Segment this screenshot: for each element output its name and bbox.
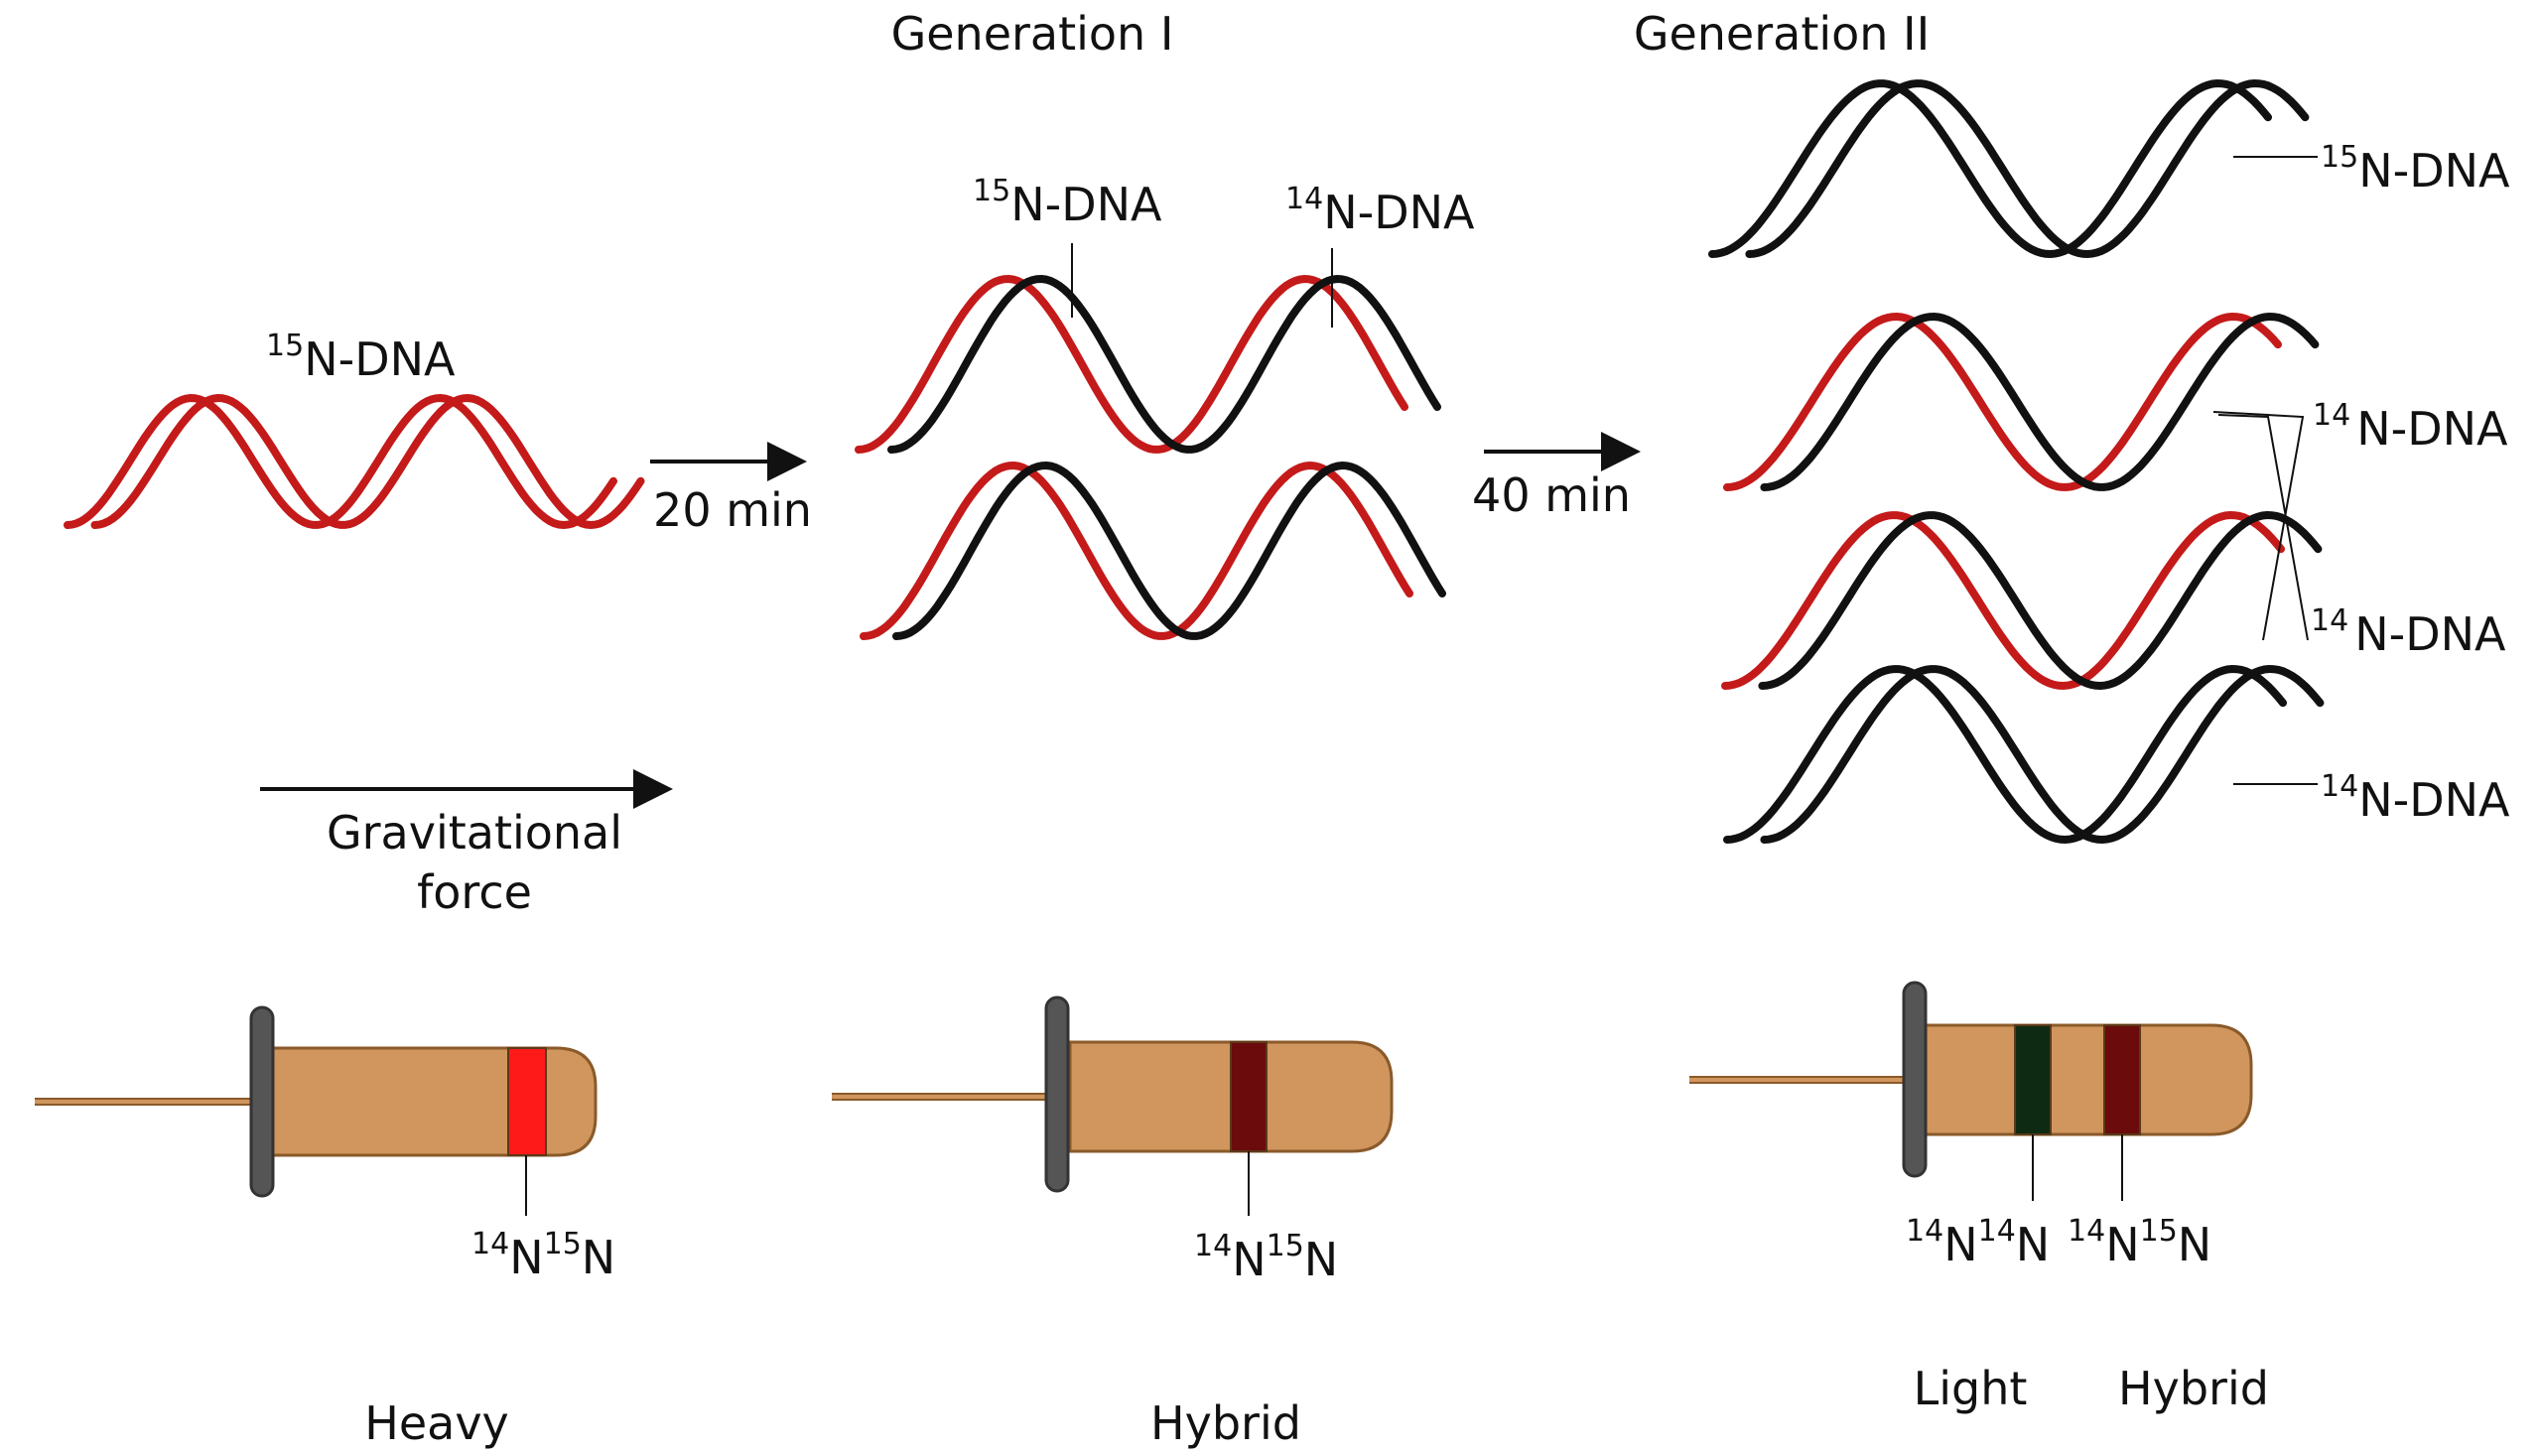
- gen1-heavy-label: 15N-DNA: [973, 174, 1162, 231]
- gen2-top-label: 15N-DNA: [2321, 140, 2510, 198]
- centrifuge-tube-heavy: 14N15N Heavy: [35, 1005, 615, 1450]
- tube-body: [271, 1046, 598, 1157]
- strand-a: [855, 274, 1408, 454]
- gen2-helix-2: [1723, 312, 2320, 491]
- tube1-label: Heavy: [364, 1396, 509, 1450]
- gen1-light-label: 14N-DNA: [1285, 182, 1475, 239]
- light-band: [2014, 1024, 2052, 1135]
- strand-a: [1723, 664, 2287, 845]
- parent-helix: [64, 393, 645, 530]
- gen1-helix-2: [860, 461, 1446, 640]
- force-label-line2: force: [417, 865, 532, 919]
- strand-a: [1721, 510, 2285, 691]
- strand-b: [892, 461, 1446, 640]
- centrifuge-tube-light-hybrid: 14N14N 14N15N Light Hybrid: [1689, 981, 2269, 1415]
- tube3-isotopes-hybrid: 14N15N: [2068, 1214, 2211, 1271]
- strand-b: [887, 274, 1441, 454]
- tube-body: [1924, 1023, 2253, 1136]
- time-label-20: 20 min: [653, 483, 812, 537]
- gen2-helix-bottom: [1723, 664, 2325, 845]
- generation-one-heading: Generation I: [891, 7, 1174, 61]
- strand-b: [1758, 510, 2323, 691]
- strand-a: [1708, 78, 2272, 259]
- tube2-label: Hybrid: [1150, 1396, 1301, 1450]
- strand-a: [1723, 312, 2282, 491]
- dna-helices: [64, 78, 2325, 845]
- tube1-isotopes: 14N15N: [471, 1227, 615, 1284]
- gen2-bottom-label: 14N-DNA: [2321, 769, 2510, 827]
- tube3-isotopes-light: 14N14N: [1906, 1214, 2050, 1271]
- strand-b: [1745, 78, 2310, 259]
- tube-cap: [1044, 995, 1070, 1193]
- gen2-mid-pointer-b: [2217, 414, 2309, 641]
- strand-a: [64, 393, 617, 530]
- centrifuge-tube-hybrid: 14N15N Hybrid: [832, 995, 1394, 1450]
- gen2-helix-3: [1721, 510, 2323, 691]
- gen2-helix-top: [1708, 78, 2310, 259]
- strand-b: [1760, 664, 2325, 845]
- hybrid-band: [2103, 1024, 2141, 1135]
- hybrid-band: [1230, 1041, 1268, 1152]
- time-label-40: 40 min: [1472, 468, 1631, 522]
- tube-cap: [1902, 981, 1928, 1178]
- strand-a: [860, 461, 1413, 640]
- heavy-band: [507, 1047, 547, 1156]
- gen2-mid-pointer-a: [2212, 411, 2305, 641]
- generation-two-heading: Generation II: [1634, 7, 1930, 61]
- tube3-label-hybrid: Hybrid: [2118, 1362, 2269, 1415]
- strand-b: [1760, 312, 2320, 491]
- force-label-line1: Gravitational: [327, 806, 622, 860]
- parent-dna-label: 15N-DNA: [266, 329, 456, 386]
- tube-cap: [249, 1005, 275, 1198]
- tube2-isotopes: 14N15N: [1194, 1229, 1338, 1286]
- strand-b: [90, 393, 645, 530]
- tube3-label-light: Light: [1914, 1362, 2028, 1415]
- gen1-helix-1: [855, 274, 1441, 454]
